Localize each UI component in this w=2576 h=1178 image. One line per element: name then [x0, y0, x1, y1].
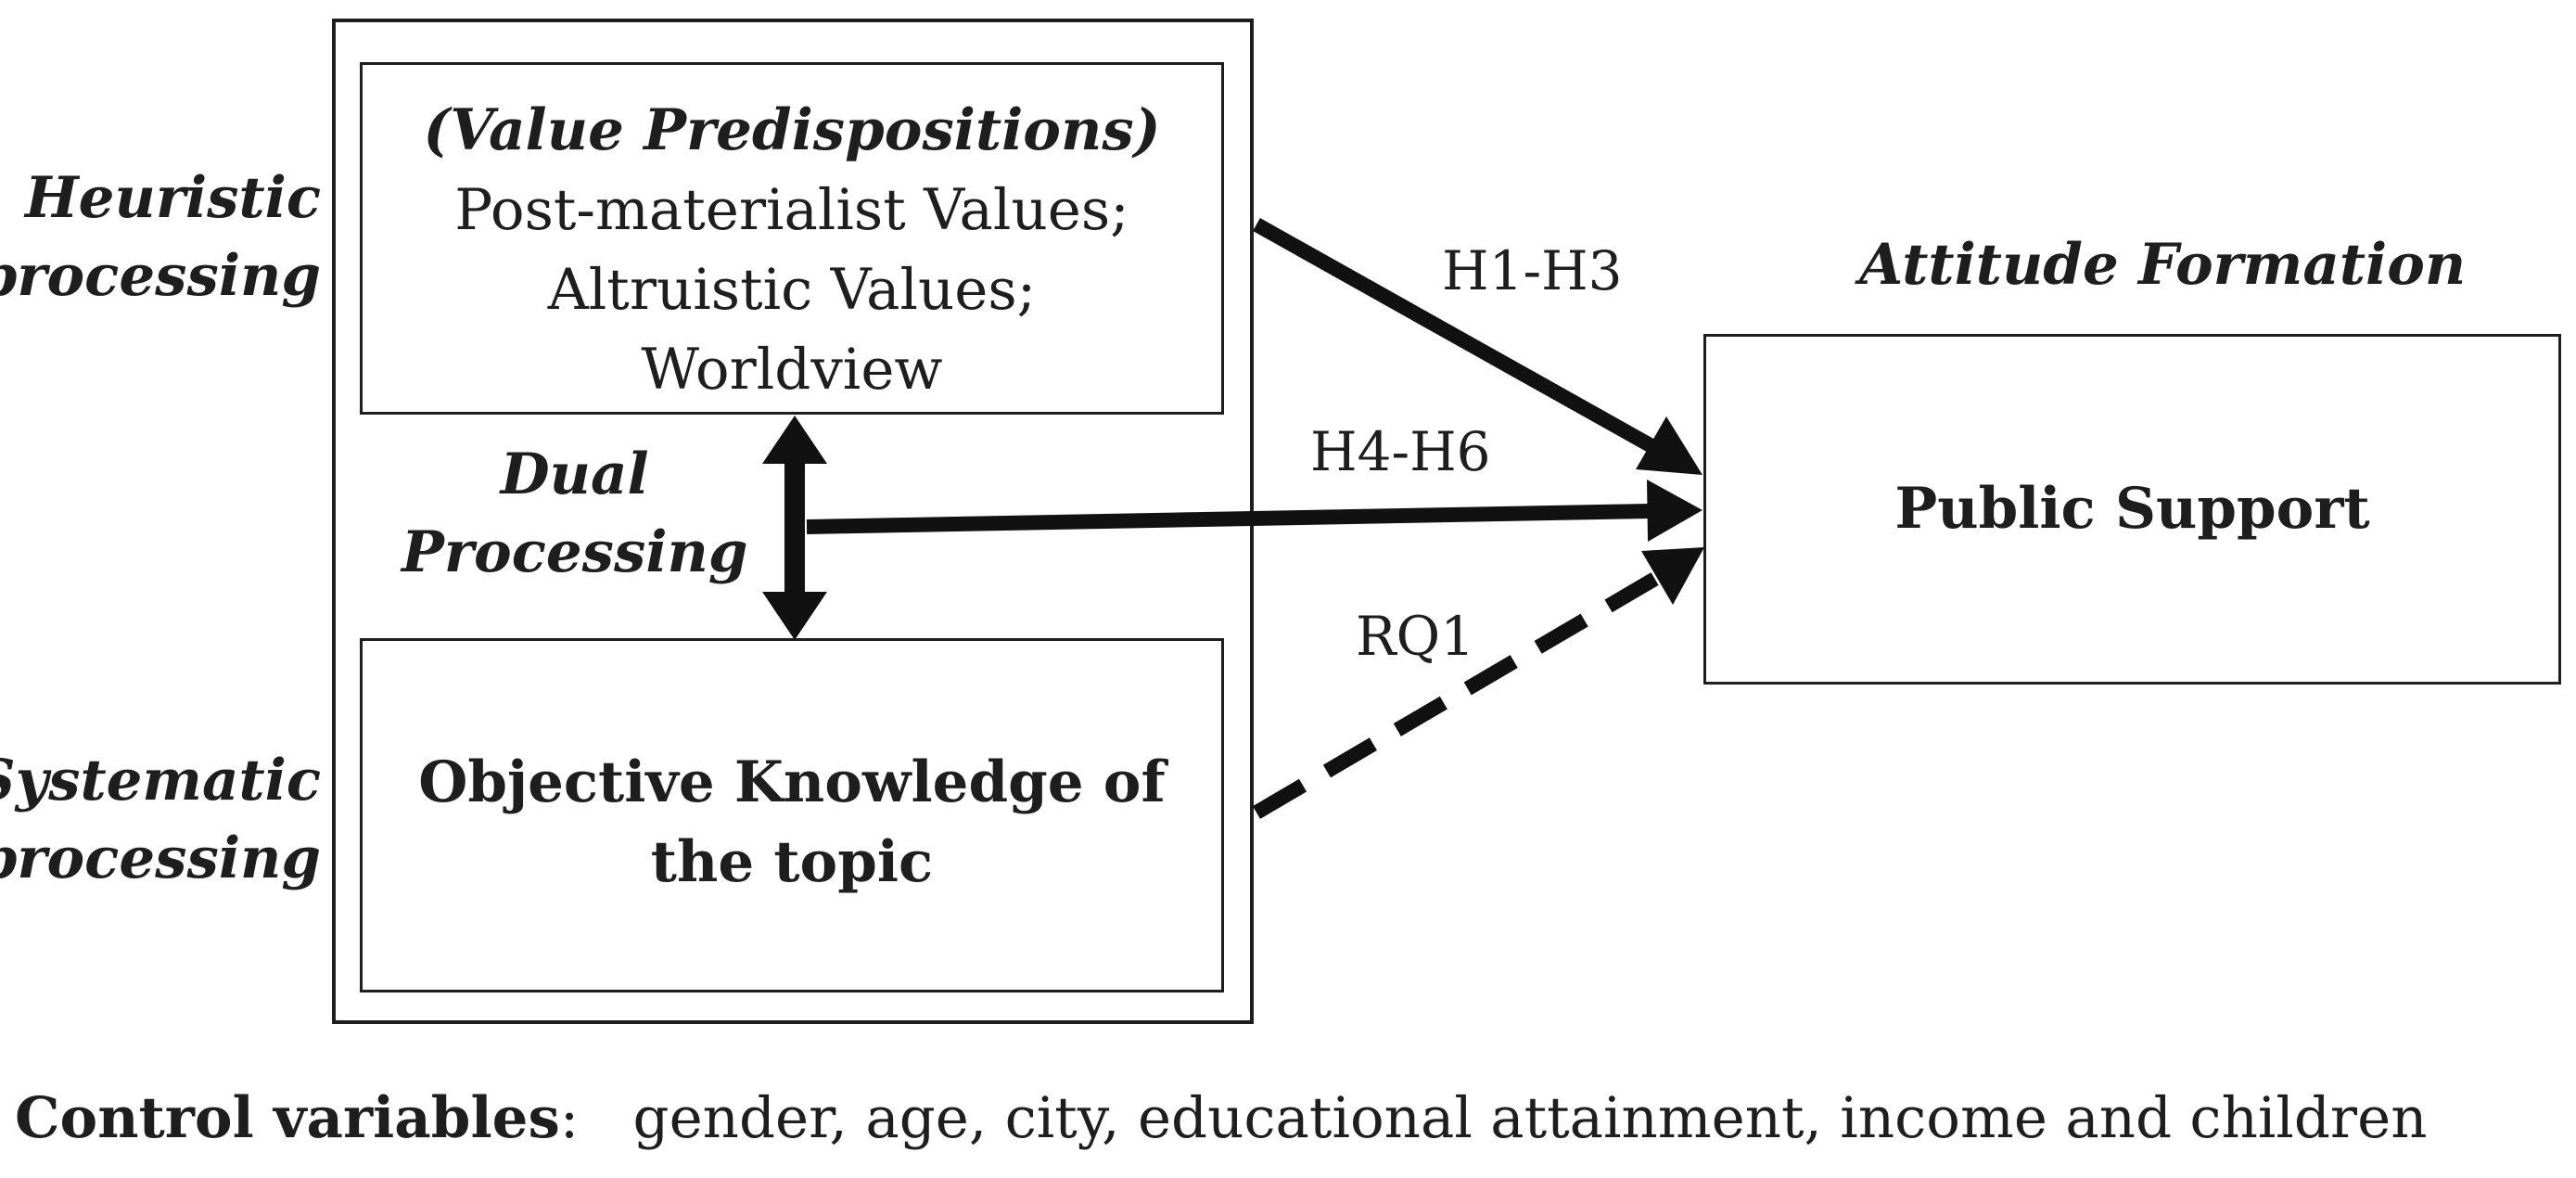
control-variables-separator: :	[559, 1085, 580, 1151]
dual-label-line-2: Processing	[402, 519, 748, 585]
heuristic-label-line-1: Heuristic	[25, 165, 321, 231]
value-box-heading: (Value Predispositions)	[423, 97, 1161, 163]
edge-label-h1-h3: H1-H3	[1442, 239, 1623, 302]
control-variables-note: Control variables: gender, age, city, ed…	[15, 1085, 2427, 1151]
knowledge-box-line-2: the topic	[650, 829, 934, 895]
knowledge-box-line-1: Objective Knowledge of	[418, 749, 1166, 815]
systematic-label-line-2: processing	[0, 826, 321, 891]
value-predispositions-box: (Value Predispositions) Post-materialist…	[360, 62, 1224, 415]
h1-h3-arrow-head	[1636, 416, 1702, 475]
heuristic-processing-label: Heuristic processing	[0, 160, 321, 315]
value-box-line-3: Worldview	[641, 337, 943, 403]
control-variables-label: Control variables	[15, 1085, 560, 1151]
systematic-processing-label: Systematic processing	[0, 742, 321, 898]
rq1-arrow-head	[1641, 547, 1704, 605]
edge-label-rq1: RQ1	[1356, 605, 1475, 668]
h4-h6-arrow-line	[806, 504, 1651, 534]
dual-vertical-arrow-head-down	[762, 592, 827, 640]
dual-vertical-arrow-head-up	[762, 416, 827, 464]
systematic-label-line-1: Systematic	[0, 748, 321, 813]
edge-label-h4-h6: H4-H6	[1310, 420, 1491, 483]
control-variables-text: gender, age, city, educational attainmen…	[632, 1085, 2428, 1151]
value-box-line-2: Altruistic Values;	[547, 257, 1037, 323]
heuristic-label-line-2: processing	[0, 243, 321, 309]
h4-h6-arrow-head	[1647, 480, 1702, 542]
public-support-label: Public Support	[1894, 476, 2370, 542]
value-box-line-1: Post-materialist Values;	[454, 177, 1129, 243]
attitude-formation-label: Attitude Formation	[1859, 232, 2467, 298]
dual-processing-label: Dual Processing	[402, 436, 748, 592]
objective-knowledge-box: Objective Knowledge of the topic	[360, 638, 1224, 992]
h1-h3-arrow-line	[1253, 218, 1657, 454]
dual-label-line-1: Dual	[500, 442, 649, 507]
public-support-box: Public Support	[1703, 334, 2561, 685]
